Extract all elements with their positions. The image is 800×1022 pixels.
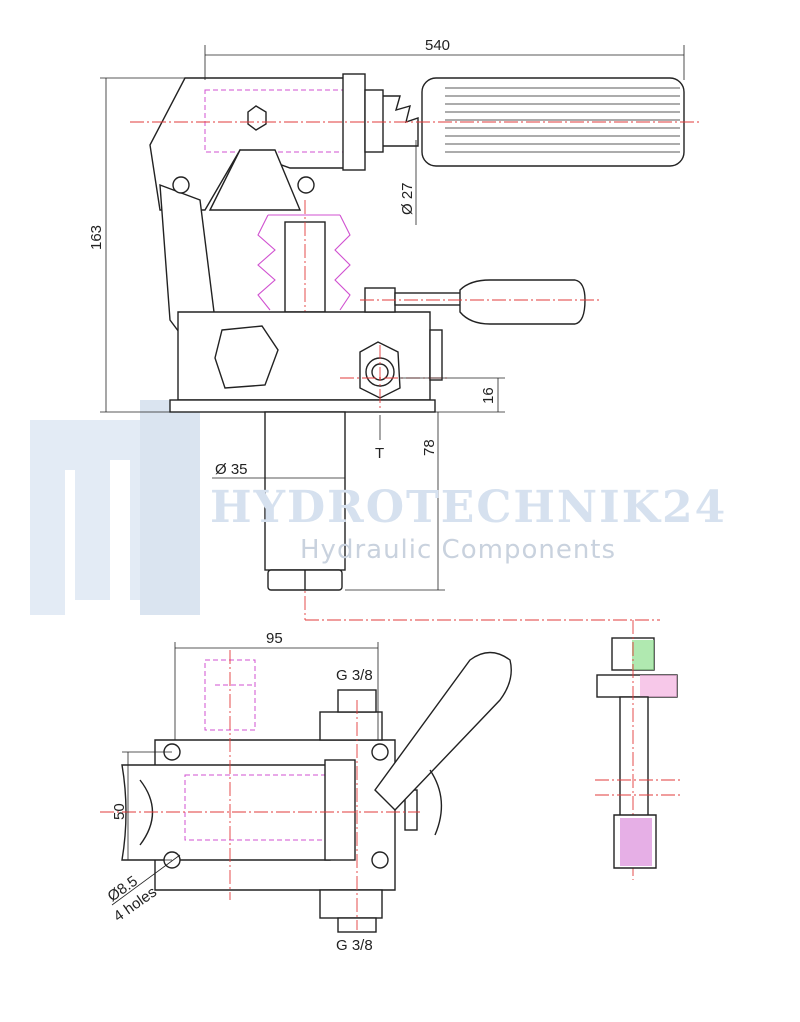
side-view <box>130 73 700 621</box>
top-view <box>100 650 512 933</box>
top-dimensions: 95 G 3/8 G 3/8 50 Ø8.5 4 holes <box>105 630 379 954</box>
dim-mount-spacing: 50 <box>111 803 128 820</box>
dim-overall-length: 540 <box>425 37 450 54</box>
dim-piston-length: 78 <box>421 439 438 456</box>
watermark-brand: HYDROTECHNIK24 <box>210 482 727 533</box>
dim-port-height: 16 <box>480 387 497 404</box>
side-dimensions: 540 163 Ø 27 16 T Ø 35 78 <box>88 37 685 591</box>
dim-width-top: 95 <box>266 630 283 647</box>
dim-handle-diameter: Ø 27 <box>399 182 416 215</box>
dim-piston-diameter: Ø 35 <box>215 461 248 478</box>
dim-height: 163 <box>88 225 105 250</box>
port-top-label: G 3/8 <box>336 667 373 684</box>
section-detail <box>595 620 680 880</box>
tank-port-label: T <box>375 445 384 462</box>
watermark-logo <box>30 400 200 615</box>
port-bottom-label: G 3/8 <box>336 937 373 954</box>
watermark-tagline: Hydraulic Components <box>300 535 616 565</box>
